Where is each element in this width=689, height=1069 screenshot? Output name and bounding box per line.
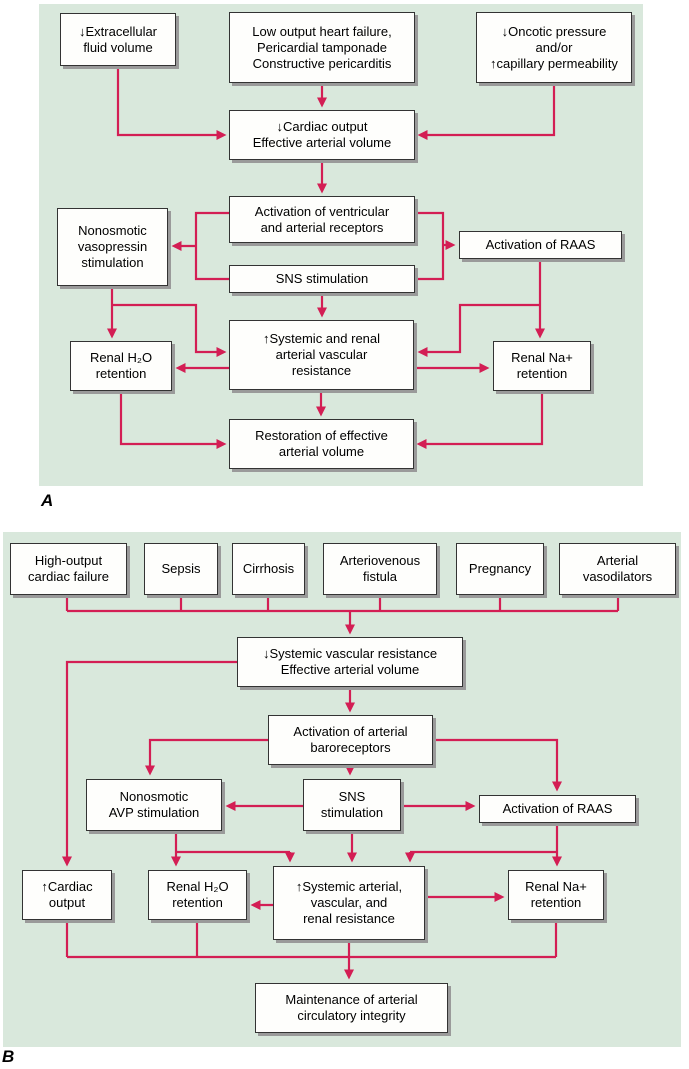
node-a-nonosmotic-vasopressin: Nonosmotic vasopressin stimulation — [57, 208, 168, 286]
node-b-high-output-cardiac-failure: High-output cardiac failure — [10, 543, 127, 595]
node-a-extracellular-fluid-volume: ↓Extracellular fluid volume — [60, 13, 176, 66]
node-b-pregnancy: Pregnancy — [456, 543, 544, 595]
flow-arrow — [417, 84, 556, 140]
node-b-renal-na-retention: Renal Na+ retention — [508, 870, 604, 920]
node-b-arterial-vasodilators: Arterial vasodilators — [559, 543, 676, 595]
flow-arrow — [433, 738, 562, 792]
node-b-sns-stimulation: SNS stimulation — [303, 779, 401, 831]
node-b-sepsis: Sepsis — [144, 543, 218, 595]
panel-a-label: A — [41, 491, 54, 510]
node-a-sns-stimulation: SNS stimulation — [229, 265, 415, 293]
node-a-low-output-heart-failure: Low output heart failure, Pericardial ta… — [229, 12, 415, 83]
node-b-arteriovenous-fistula: Arteriovenous fistula — [323, 543, 437, 595]
node-b-renal-h2o-retention: Renal H₂O retention — [148, 870, 247, 920]
node-b-cirrhosis: Cirrhosis — [232, 543, 305, 595]
node-a-renal-h2o-retention: Renal H₂O retention — [70, 341, 172, 391]
flow-arrow — [119, 391, 227, 449]
flow-arrow — [416, 391, 544, 449]
panel-a-arrows — [107, 66, 556, 449]
node-a-systemic-renal-vascular-resistance: ↑Systemic and renal arterial vascular re… — [229, 320, 414, 390]
node-b-nonosmotic-avp: Nonosmotic AVP stimulation — [86, 779, 222, 831]
panel-b-arrows — [62, 595, 620, 980]
flow-connector — [415, 211, 445, 281]
flow-arrow — [145, 738, 268, 776]
node-a-oncotic-pressure: ↓Oncotic pressure and/or ↑capillary perm… — [476, 12, 632, 83]
flow-connector — [194, 211, 229, 281]
node-b-arterial-baroreceptors: Activation of arterial baroreceptors — [268, 715, 433, 765]
panel-b-label: B — [2, 1047, 15, 1066]
flow-arrow — [417, 303, 540, 357]
node-a-ventricular-arterial-receptors: Activation of ventricular and arterial r… — [229, 196, 415, 243]
node-a-activation-of-raas: Activation of RAAS — [459, 231, 622, 259]
node-a-renal-na-retention: Renal Na+ retention — [493, 341, 591, 391]
node-b-activation-of-raas: Activation of RAAS — [479, 795, 636, 823]
node-b-maintenance-arterial-circulatory-integrity: Maintenance of arterial circulatory inte… — [255, 983, 448, 1033]
node-a-cardiac-output: ↓Cardiac output Effective arterial volum… — [229, 110, 415, 160]
node-b-systemic-vascular-resistance: ↓Systemic vascular resistance Effective … — [237, 637, 463, 687]
flow-arrow — [116, 66, 227, 140]
node-b-cardiac-output: ↑Cardiac output — [22, 870, 112, 920]
flow-arrow — [112, 303, 227, 357]
node-b-systemic-arterial-vascular-renal-resistance: ↑Systemic arterial, vascular, and renal … — [273, 866, 425, 940]
flow-arrow — [62, 660, 237, 867]
node-a-restoration-effective-arterial-volume: Restoration of effective arterial volume — [229, 419, 414, 469]
